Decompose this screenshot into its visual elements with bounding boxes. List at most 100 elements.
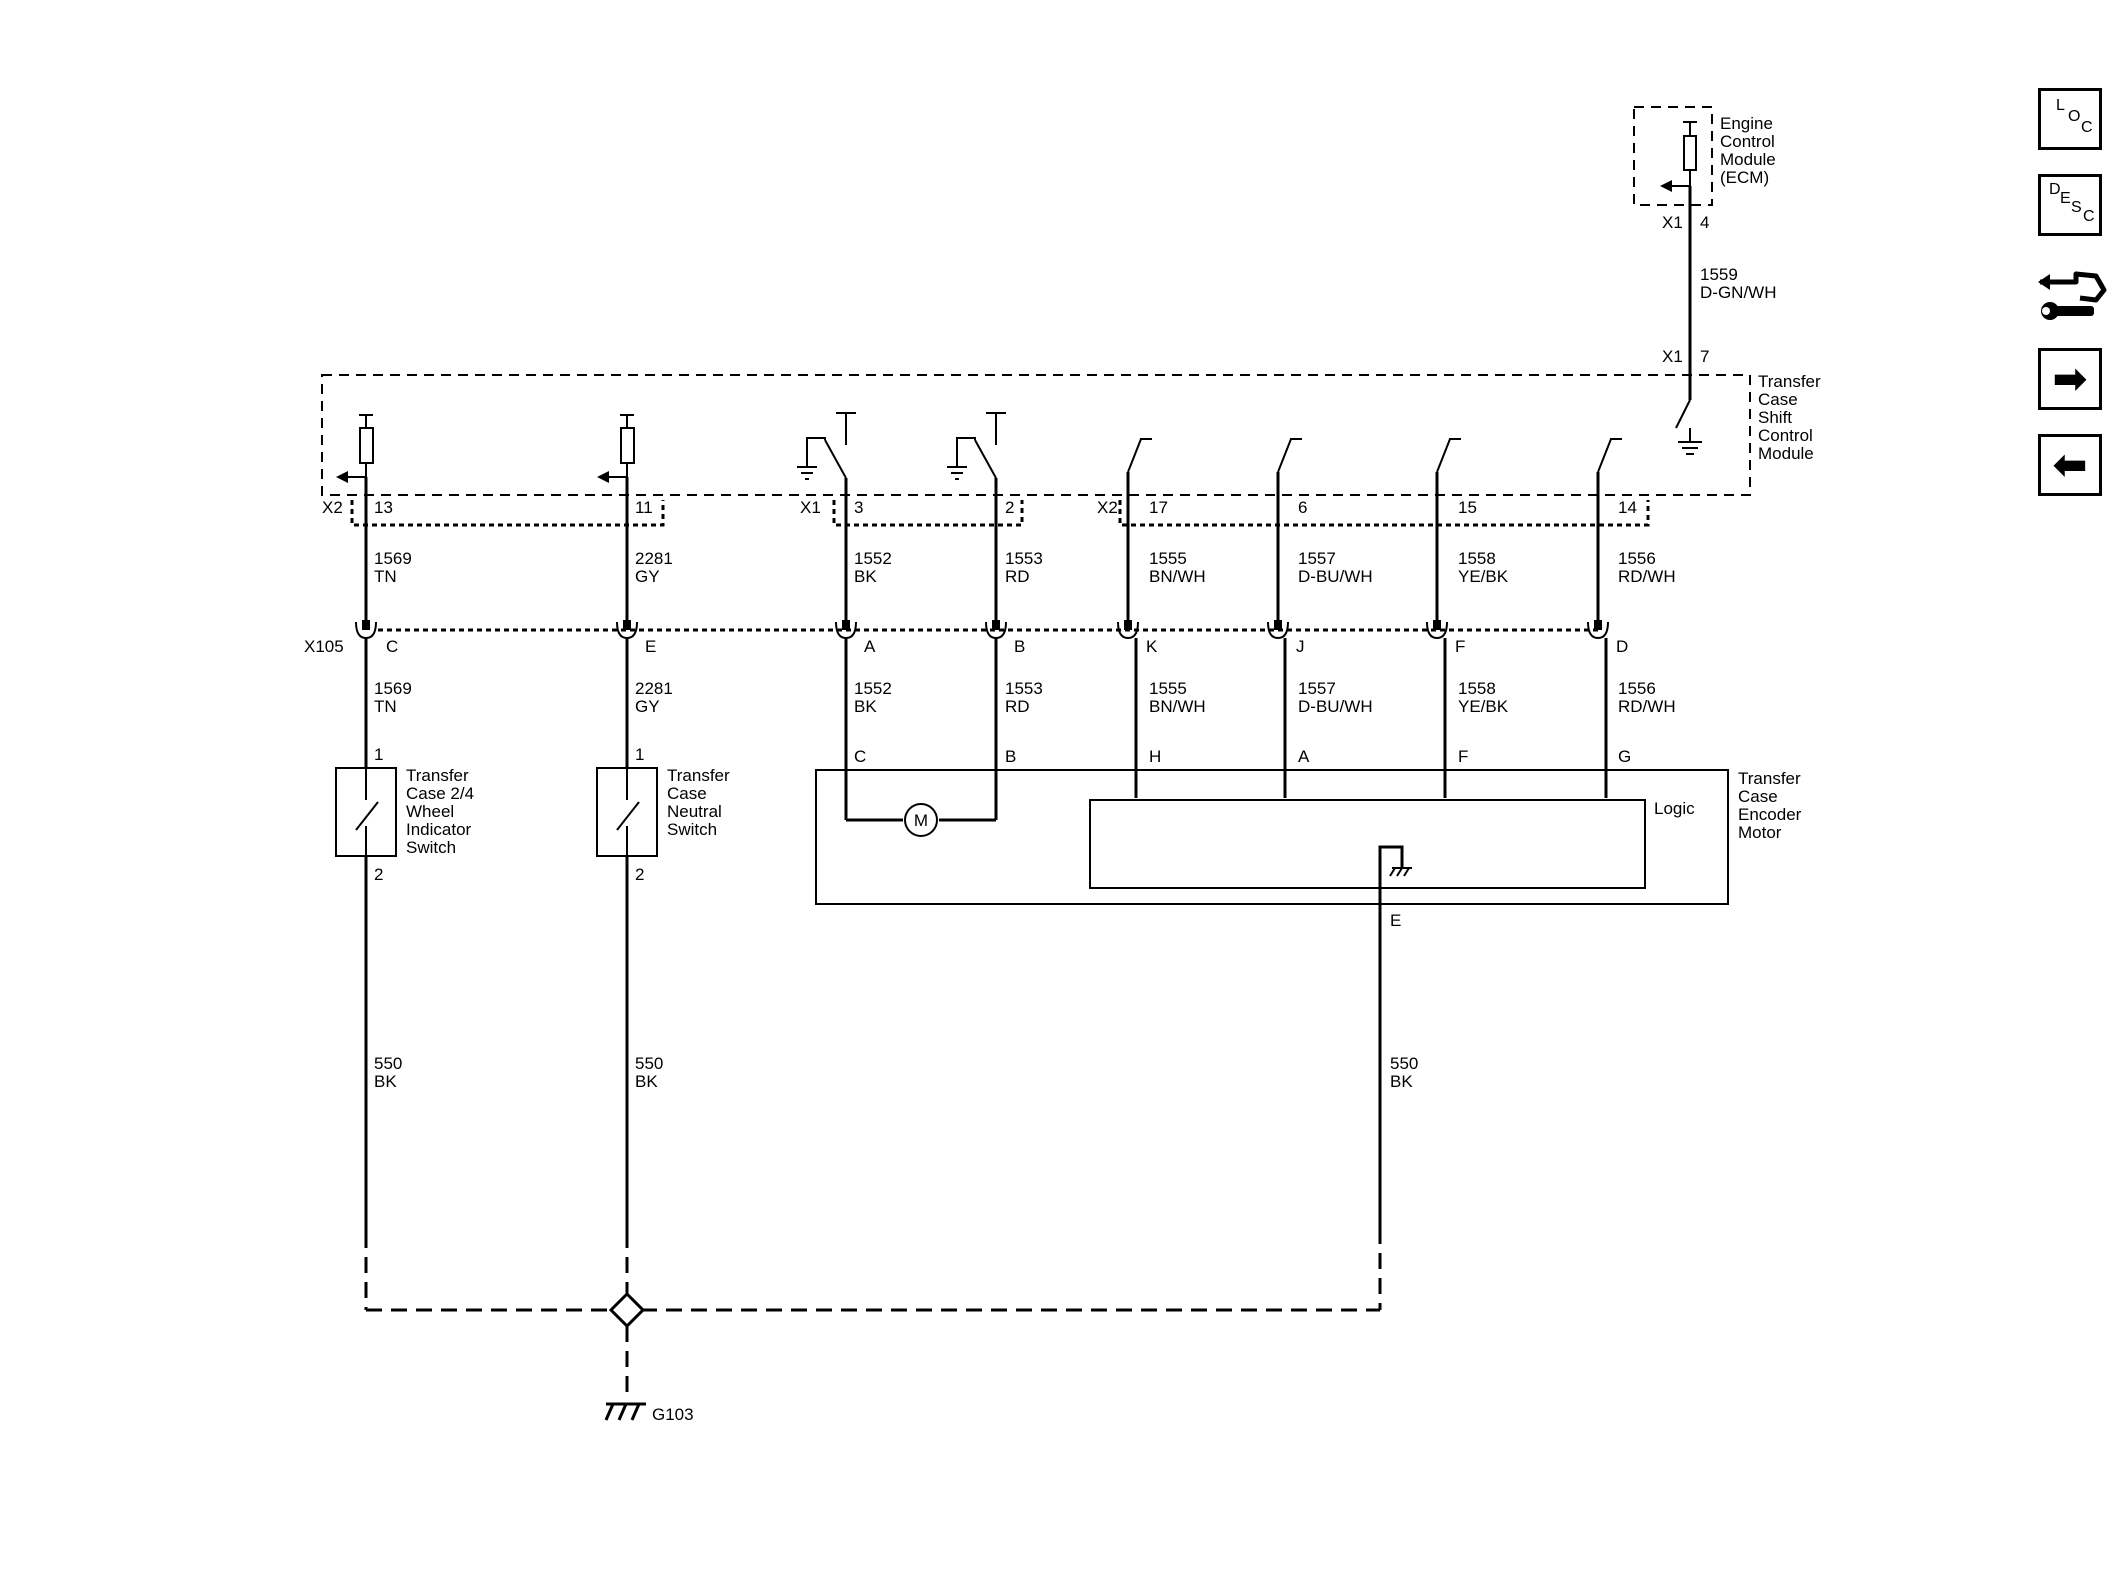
tccm-pin-label: 6 — [1298, 498, 1307, 517]
svg-text:1552: 1552 — [854, 549, 892, 568]
desc-button[interactable]: D E S C — [2038, 174, 2102, 236]
svg-text:11: 11 — [635, 498, 653, 517]
wire-color: YE/BK — [1458, 567, 1509, 586]
x105-pin-label: F — [1455, 637, 1465, 656]
svg-text:BK: BK — [374, 1072, 397, 1091]
tccm-name-line: Control — [1758, 426, 1813, 445]
tccm-in-pin-label: 7 — [1700, 347, 1709, 366]
loc-letter: C — [2081, 119, 2093, 136]
transfer-case-shift-control-module: X1 7 Transfer Case Shift Control Module — [321, 347, 1821, 496]
tccm-pin-label: 11 — [635, 498, 653, 517]
svg-text:Module: Module — [1758, 444, 1814, 463]
svg-text:Case: Case — [1738, 787, 1778, 806]
wire-color: BK — [635, 1072, 658, 1091]
svg-text:Encoder: Encoder — [1738, 805, 1802, 824]
wire-number: 1552 — [854, 679, 892, 698]
svg-text:1556: 1556 — [1618, 549, 1656, 568]
switch-name-line: Case 2/4 — [406, 784, 474, 803]
wire-color: BK — [374, 1072, 397, 1091]
svg-text:Motor: Motor — [1738, 823, 1782, 842]
wire-color: TN — [374, 697, 397, 716]
ecm-name-line: Control — [1720, 132, 1775, 151]
ground-label: G103 — [652, 1405, 694, 1424]
switch-pin-label: 2 — [374, 865, 383, 884]
svg-text:13: 13 — [374, 498, 393, 517]
lower-wire-labels: 1569 TN 2281 GY 1552 BK 1553 RD 1555 BN/… — [374, 679, 1676, 716]
motor-label: M — [914, 811, 928, 830]
tccm-pin-label: 14 — [1618, 498, 1637, 517]
svg-text:Logic: Logic — [1654, 799, 1695, 818]
tccm-pin-labels: X2 13 11 X1 3 2 X2 17 6 15 14 — [322, 498, 1637, 517]
svg-text:BK: BK — [635, 1072, 658, 1091]
switch-name-line: Transfer — [406, 766, 469, 785]
svg-text:D-BU/WH: D-BU/WH — [1298, 697, 1373, 716]
svg-text:YE/BK: YE/BK — [1458, 567, 1509, 586]
svg-text:2281: 2281 — [635, 679, 673, 698]
upper-wires — [364, 472, 1600, 620]
svg-text:F: F — [1458, 747, 1468, 766]
tccm-connector-x2-a — [350, 500, 665, 527]
tccm-connector-label: X2 — [322, 498, 343, 517]
switch-name-line: Switch — [406, 838, 456, 857]
wire-color: GY — [635, 697, 660, 716]
svg-text:Switch: Switch — [667, 820, 717, 839]
hand-wrench-icon[interactable] — [2036, 254, 2108, 330]
svg-text:H: H — [1149, 747, 1161, 766]
ecm-name-line: Engine — [1720, 114, 1773, 133]
switch-name-line: Case — [667, 784, 707, 803]
svg-text:G103: G103 — [652, 1405, 694, 1424]
svg-text:17: 17 — [1149, 498, 1168, 517]
tccm-connector-label: X2 — [1097, 498, 1118, 517]
x105-pin-label: E — [645, 637, 656, 656]
svg-text:1558: 1558 — [1458, 549, 1496, 568]
svg-text:C: C — [386, 637, 398, 656]
ecm-name-line: Module — [1720, 150, 1776, 169]
svg-text:1555: 1555 — [1149, 679, 1187, 698]
next-button[interactable]: ➡ — [2038, 348, 2102, 410]
svg-text:Transfer: Transfer — [1758, 372, 1821, 391]
wire-number: 1553 — [1005, 679, 1043, 698]
ground-wires: 550 BK 550 BK 550 BK — [364, 856, 1418, 1398]
svg-text:1569: 1569 — [374, 679, 412, 698]
svg-text:Switch: Switch — [406, 838, 456, 857]
wire-number: 1559 — [1700, 265, 1738, 284]
logic-label: Logic — [1654, 799, 1695, 818]
encoder-motor-name-line: Case — [1738, 787, 1778, 806]
encoder-motor-name-line: Transfer — [1738, 769, 1801, 788]
tccm-pin-label: 17 — [1149, 498, 1168, 517]
previous-button[interactable]: ⬅ — [2038, 434, 2102, 496]
svg-text:TN: TN — [374, 697, 397, 716]
desc-letter: E — [2060, 190, 2071, 207]
svg-text:2: 2 — [635, 865, 644, 884]
switch-pin-label: 1 — [374, 745, 383, 764]
wire-color: RD — [1005, 697, 1030, 716]
x105-pin-label: B — [1014, 637, 1025, 656]
svg-text:Control: Control — [1758, 426, 1813, 445]
wire-number: 1558 — [1458, 549, 1496, 568]
svg-text:1559: 1559 — [1700, 265, 1738, 284]
wire-number: 2281 — [635, 549, 673, 568]
tccm-name-line: Module — [1758, 444, 1814, 463]
wire-number: 1552 — [854, 549, 892, 568]
svg-text:15: 15 — [1458, 498, 1477, 517]
svg-text:Control: Control — [1720, 132, 1775, 151]
svg-text:Engine: Engine — [1720, 114, 1773, 133]
svg-text:BN/WH: BN/WH — [1149, 567, 1206, 586]
wire-number: 1556 — [1618, 549, 1656, 568]
wire-number: 1569 — [374, 549, 412, 568]
lower-wires — [364, 638, 1608, 822]
svg-text:3: 3 — [854, 498, 863, 517]
svg-text:J: J — [1296, 637, 1305, 656]
loc-letter: O — [2068, 108, 2081, 125]
left-arrow-icon: ⬅ — [2052, 440, 2088, 489]
wire-number: 1555 — [1149, 549, 1187, 568]
wire-number: 550 — [374, 1054, 402, 1073]
switch-name-line: Transfer — [667, 766, 730, 785]
wire-number: 550 — [1390, 1054, 1418, 1073]
wire-number: 1556 — [1618, 679, 1656, 698]
svg-text:2: 2 — [374, 865, 383, 884]
wire-color: BK — [854, 567, 877, 586]
svg-text:Wheel: Wheel — [406, 802, 454, 821]
loc-button[interactable]: L O C — [2038, 88, 2102, 150]
svg-text:RD: RD — [1005, 567, 1030, 586]
